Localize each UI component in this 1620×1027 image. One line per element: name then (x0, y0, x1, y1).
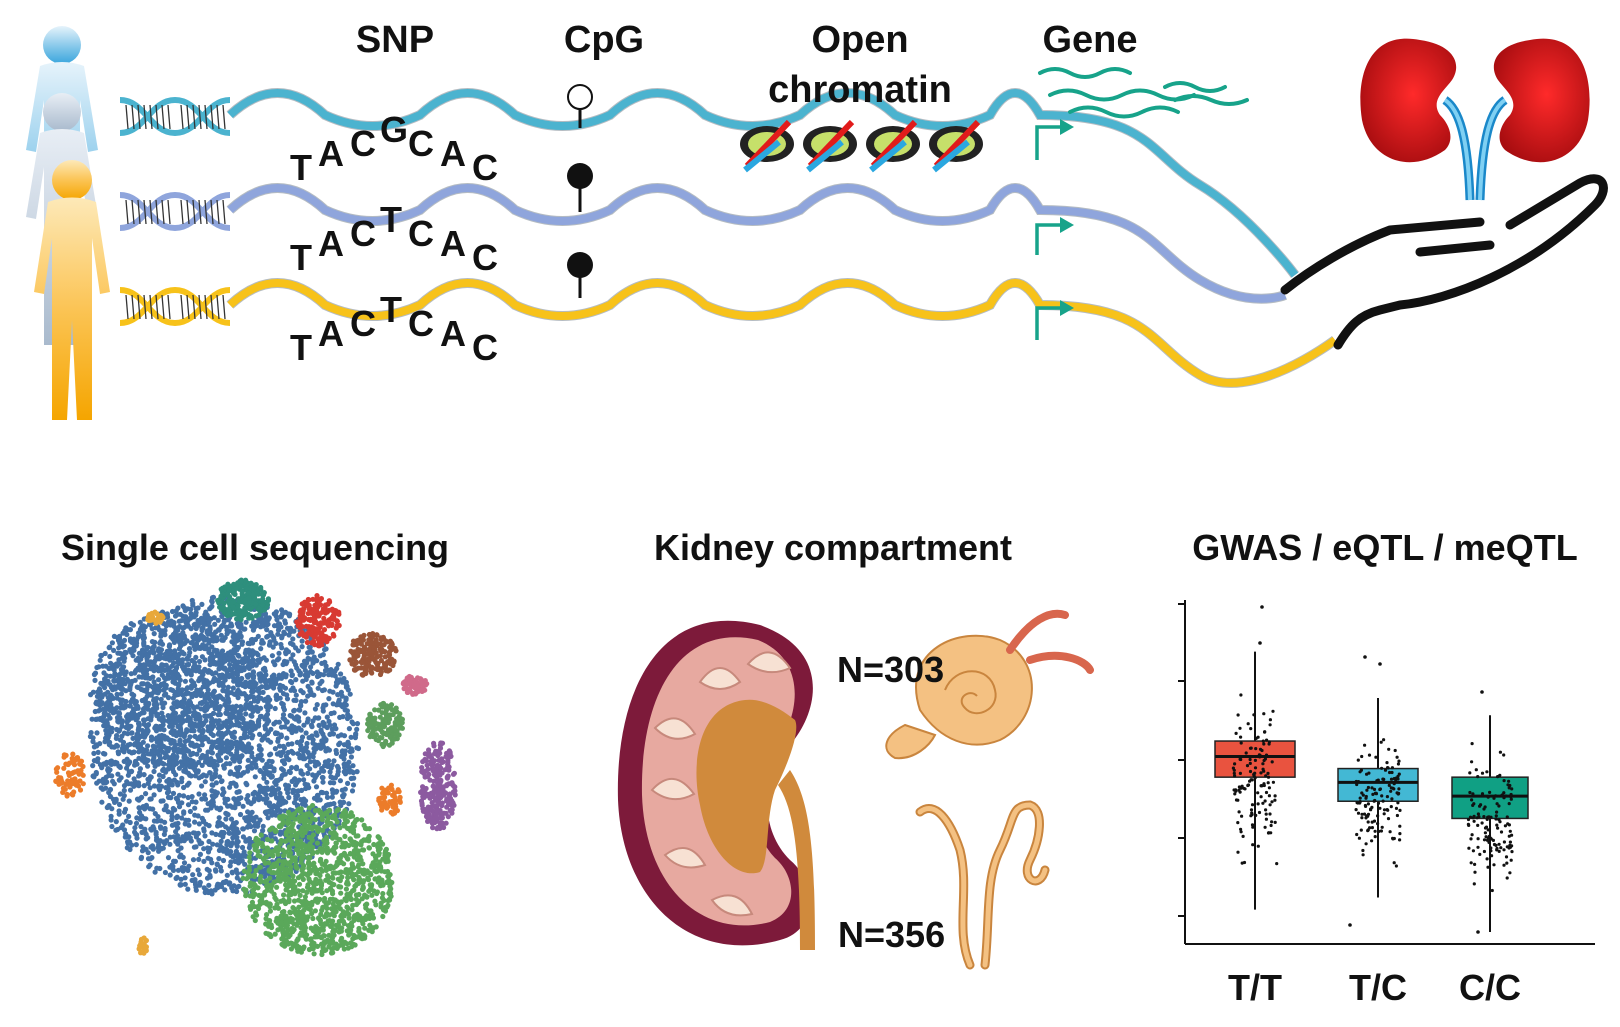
methylated-cpg-icon (567, 163, 593, 189)
outlier-point (1480, 690, 1484, 694)
sequence-base-letter: C (408, 303, 434, 344)
tsne-cluster-brown (347, 631, 399, 678)
sequence-base-letter: G (380, 109, 408, 150)
outlier-point (1363, 655, 1367, 659)
glomerulus-illustration (885, 609, 1094, 760)
tsne-cluster-lightgreen (365, 700, 405, 750)
methylated-cpg-icon (567, 252, 593, 278)
sequence-base-letter: A (440, 133, 466, 174)
dna-strand-3 (119, 278, 1339, 388)
sequence-base-letter: C (408, 213, 434, 254)
nucleosome-icon (929, 119, 983, 173)
nucleosome-array (740, 119, 983, 173)
kidney-pair-icon (1360, 38, 1590, 201)
outlier-point (1378, 662, 1382, 666)
sequence-base-letter: T (380, 199, 402, 240)
tubule-illustration (915, 800, 1050, 970)
outlier-point (1348, 923, 1352, 927)
glomerulus-sample-count: N=303 (837, 649, 944, 690)
unmethylated-cpg-icon (567, 84, 593, 110)
tsne-cluster-plot (53, 577, 458, 958)
tss-arrow-icon (1035, 119, 1074, 160)
x-tick-label: T/T (1228, 967, 1282, 1008)
x-tick-label: C/C (1459, 967, 1521, 1008)
tsne-cluster-purple (418, 740, 458, 832)
cpg-label: CpG (564, 19, 644, 61)
tsne-cluster-red (294, 593, 342, 649)
single-cell-title: Single cell sequencing (61, 527, 449, 568)
tss-arrow-icon (1035, 300, 1074, 340)
nucleosome-icon (803, 119, 857, 173)
tsne-cluster-pink (400, 673, 430, 697)
sequence-base-letter: T (290, 237, 312, 278)
outlier-point (1260, 605, 1264, 609)
sequence-base-letter: T (380, 289, 402, 330)
tsne-cluster-green (240, 802, 395, 958)
hand-outline-icon (1280, 174, 1608, 350)
sequence-base-letter: C (350, 303, 376, 344)
renal-pyramid-icons (650, 651, 792, 917)
tsne-cluster-gold (145, 609, 166, 626)
jitter-points (1231, 693, 1279, 866)
jitter-points (1354, 738, 1402, 868)
sequence-base-letter: A (440, 223, 466, 264)
sequence-base-letter: A (318, 313, 344, 354)
sequence-base-letter: T (290, 147, 312, 188)
gwas-eqtl-title: GWAS / eQTL / meQTL (1192, 527, 1577, 568)
sequence-base-letter: C (472, 237, 498, 278)
genotype-boxplot: T/T T/C C/C (1178, 600, 1595, 1008)
box-T-T: T/T (1214, 651, 1296, 1008)
x-tick-label: T/C (1349, 967, 1407, 1008)
cpg-methylation-markers (567, 84, 593, 298)
dna-strand-1 (119, 88, 1299, 279)
tss-arrow-icon (1035, 217, 1074, 255)
gene-label: Gene (1042, 19, 1137, 61)
tsne-cluster-teal (215, 577, 272, 623)
transcript-rna-icon (1038, 67, 1249, 119)
population-silhouettes (26, 26, 110, 420)
sequence-base-letter: C (472, 327, 498, 368)
sequence-base-letter: C (408, 123, 434, 164)
sequence-base-letter: A (318, 223, 344, 264)
sequence-base-letter: C (350, 213, 376, 254)
tsne-cluster-gold-small (136, 935, 149, 956)
kidney-cross-section-illustration (617, 620, 815, 950)
outlier-point (1258, 641, 1262, 645)
box-iqr (1451, 776, 1529, 820)
nucleosome-icon (740, 119, 794, 173)
box-C-C: C/C (1451, 715, 1529, 1008)
outlier-point (1476, 930, 1480, 934)
sequence-base-letter: T (290, 327, 312, 368)
kidney-compartment-title: Kidney compartment (654, 527, 1012, 568)
transcription-start-arrows (1035, 119, 1074, 340)
tsne-cluster-orange (53, 751, 86, 799)
person-silhouette-yellow (34, 160, 110, 420)
open-chromatin-label-line1: Open (811, 19, 908, 61)
dna-strand-2 (119, 183, 1287, 304)
sequence-base-letter: C (350, 123, 376, 164)
dna-strands (119, 88, 1339, 388)
box-T-C: T/C (1337, 698, 1419, 1008)
nucleosome-icon (866, 119, 920, 173)
snp-label: SNP (356, 19, 434, 61)
sequence-base-letter: A (440, 313, 466, 354)
tsne-cluster-orange-small (376, 782, 403, 817)
open-chromatin-label-line2: chromatin (768, 69, 952, 111)
sequence-base-letter: C (472, 147, 498, 188)
sequence-base-letter: A (318, 133, 344, 174)
tsne-cluster-main-upper (88, 608, 271, 772)
box-iqr (1337, 767, 1419, 802)
jitter-points (1466, 742, 1514, 893)
tubule-sample-count: N=356 (838, 914, 945, 955)
